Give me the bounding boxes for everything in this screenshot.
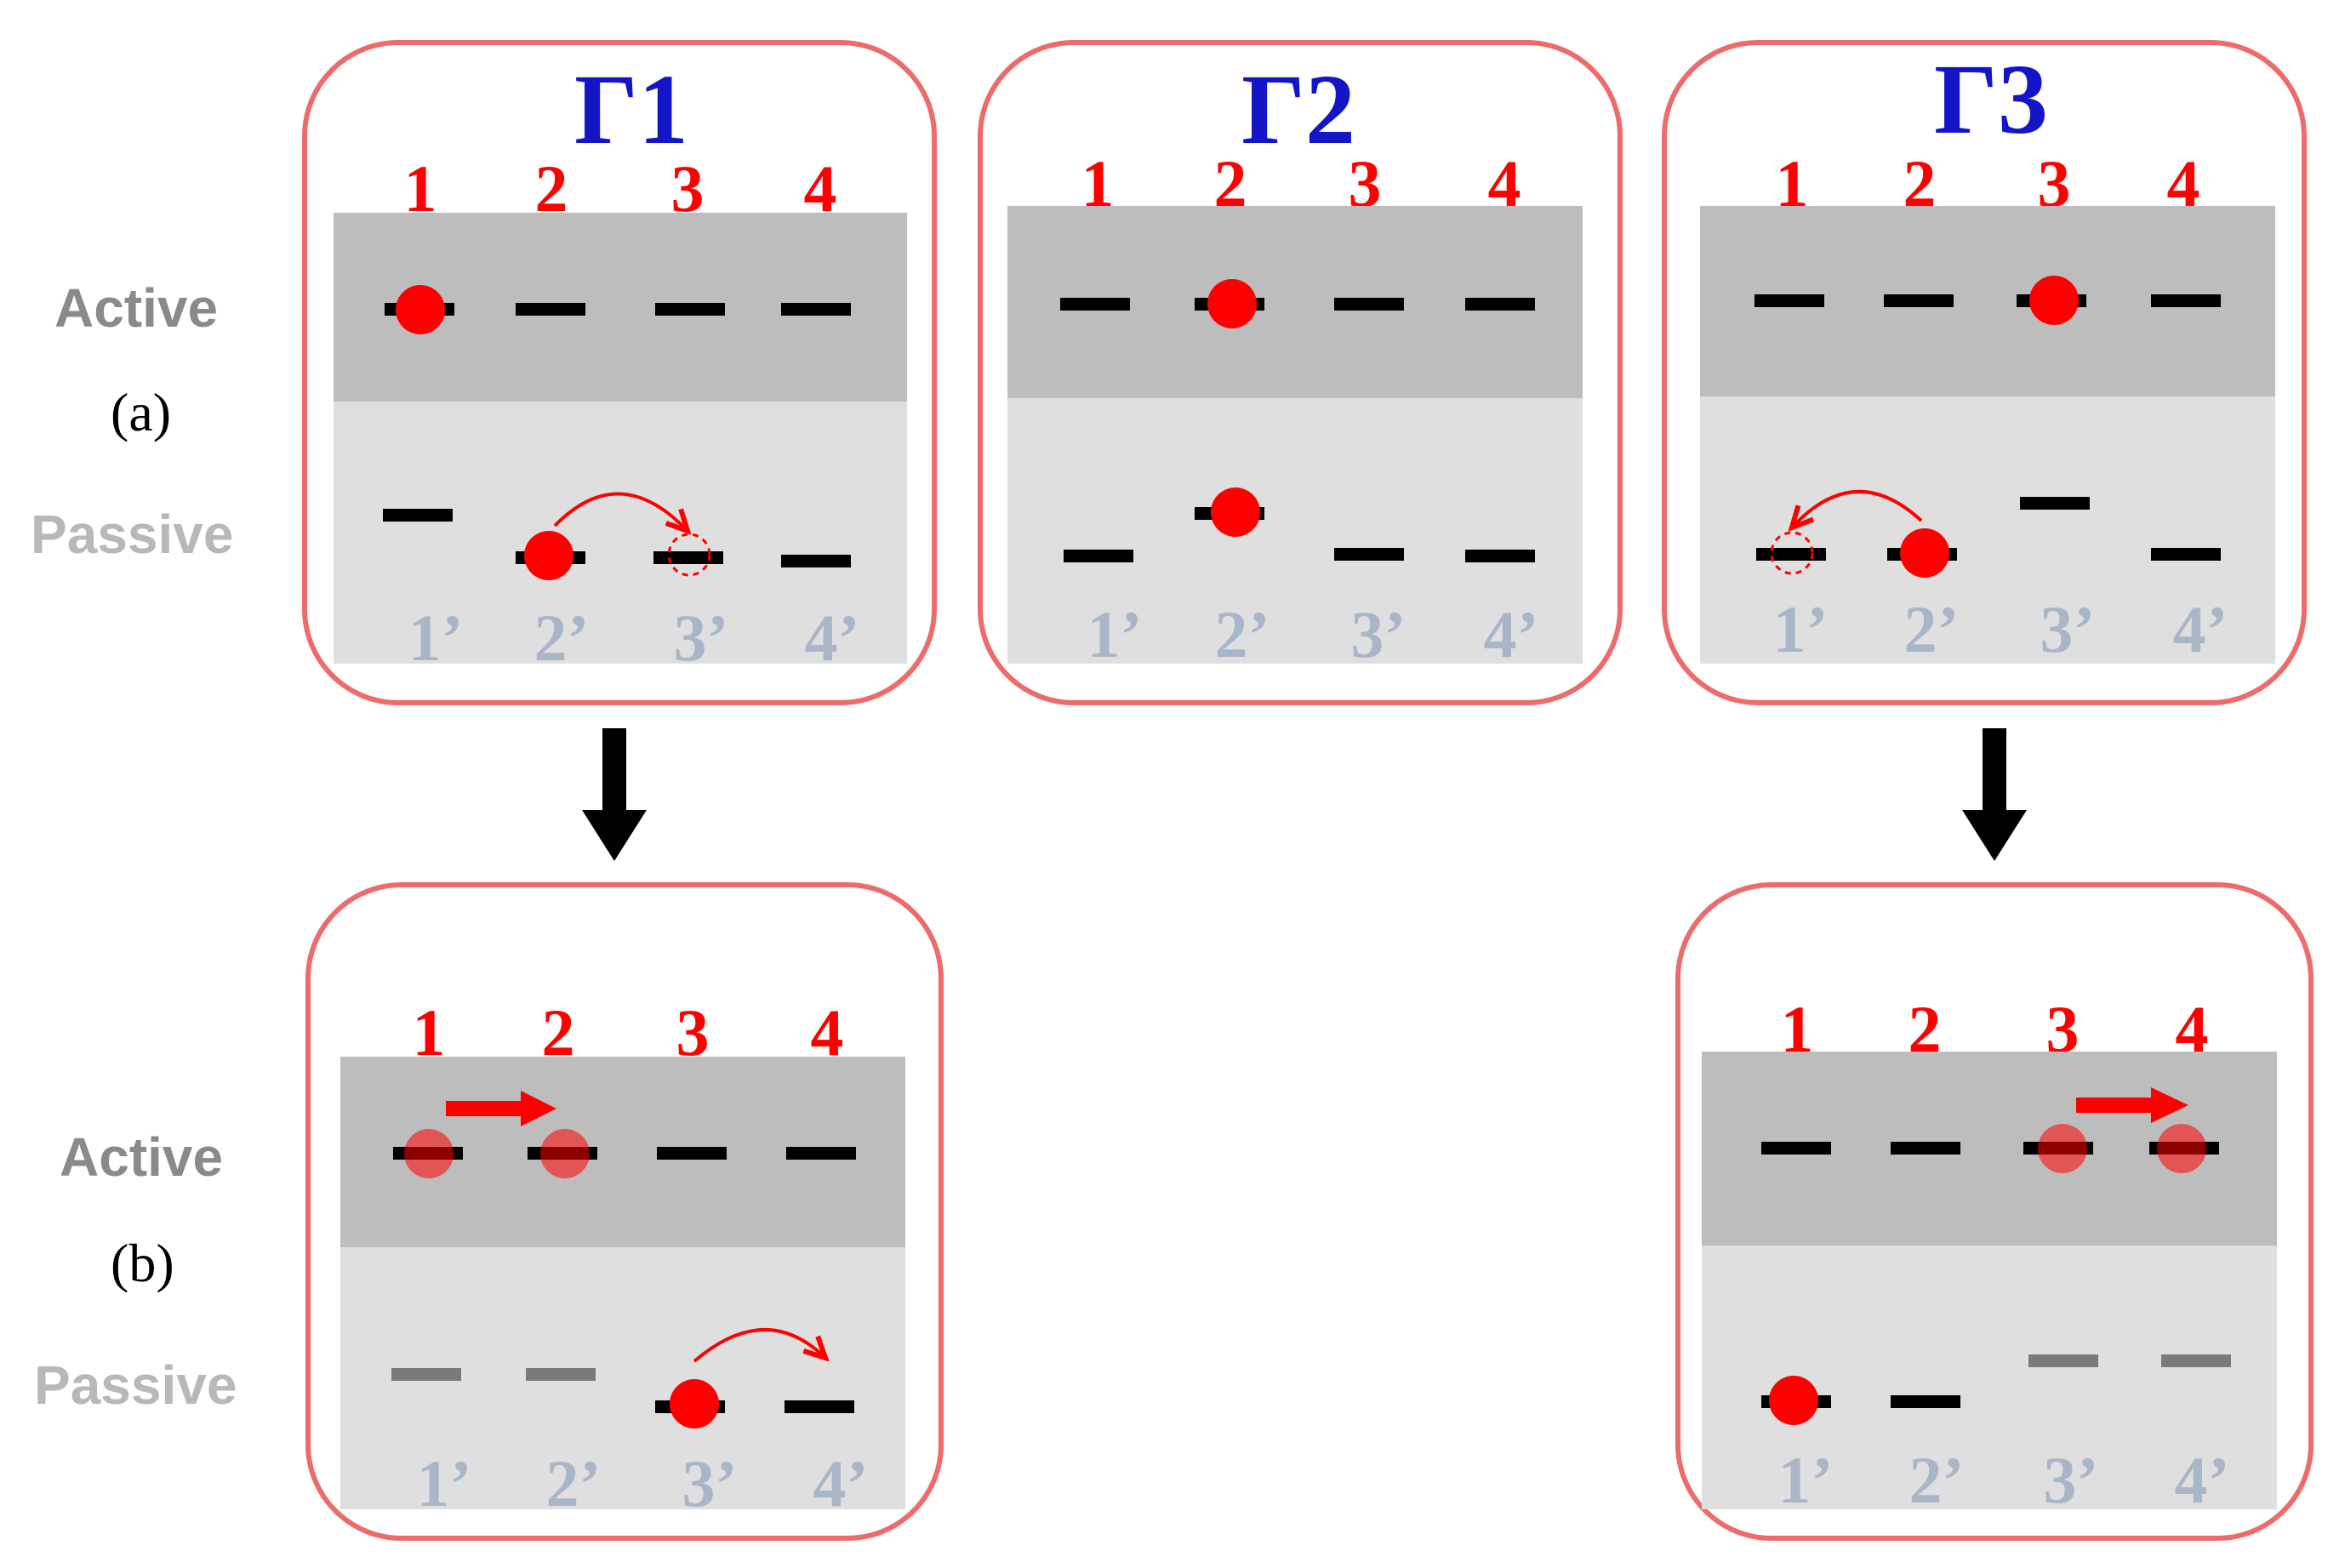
passive-site-label: 1’ — [417, 1446, 472, 1520]
passive-label: Passive — [31, 504, 233, 565]
electron-icon — [1769, 1376, 1818, 1425]
passive-site-label: 1’ — [1778, 1443, 1834, 1517]
flow-arrow-right — [1962, 728, 2027, 861]
panel-gamma3-a: Γ3 1 2 3 4 1’ 2’ 3’ 4’ — [1662, 40, 2307, 705]
active-level — [516, 303, 585, 316]
hop-arrow-icon — [553, 492, 688, 531]
electron-icon — [1207, 279, 1257, 328]
panel-gamma1-b: 1 2 3 4 1’ 2’ 3’ 4’ — [305, 882, 944, 1541]
passive-site-label: 4’ — [813, 1446, 869, 1520]
passive-site-label: 4’ — [2175, 1443, 2230, 1517]
active-level — [2151, 294, 2221, 307]
passive-level — [1334, 548, 1404, 561]
panel-title: Γ2 — [1241, 54, 1355, 165]
passive-site-label: 3’ — [1351, 597, 1406, 671]
electron-icon — [2038, 1124, 2087, 1173]
hop-arrow-icon — [693, 1328, 825, 1363]
passive-level — [781, 555, 851, 567]
passive-site-label: 3’ — [674, 601, 729, 675]
passive-band — [1007, 398, 1583, 664]
active-level — [1891, 1142, 1960, 1155]
down-arrow-icon — [582, 810, 647, 861]
panel-gamma2-a: Γ2 1 2 3 4 1’ 2’ 3’ 4’ — [978, 40, 1623, 705]
electron-icon — [540, 1129, 590, 1178]
passive-label: Passive — [34, 1354, 237, 1416]
active-level — [781, 303, 851, 316]
passive-level — [653, 551, 723, 564]
shift-arrow-icon — [2151, 1087, 2188, 1123]
shift-arrow-icon — [2076, 1098, 2153, 1113]
passive-level-faded — [526, 1368, 596, 1381]
hole-icon — [1770, 531, 1814, 575]
passive-site-label: 3’ — [2044, 1443, 2099, 1517]
passive-site-label: 4’ — [805, 601, 860, 675]
panel-gamma3-b: 1 2 3 4 1’ 2’ 3’ 4’ — [1675, 882, 2314, 1541]
passive-level-faded — [2161, 1354, 2231, 1367]
panel-title: Γ1 — [574, 54, 688, 165]
hole-icon — [667, 533, 711, 577]
active-label: Active — [54, 277, 218, 339]
passive-level — [1064, 550, 1133, 562]
passive-site-label: 1’ — [1087, 597, 1143, 671]
passive-site-label: 1’ — [408, 601, 464, 675]
passive-site-label: 3’ — [2040, 592, 2096, 666]
active-level — [1334, 298, 1404, 311]
electron-icon — [1900, 528, 1949, 578]
passive-level — [1891, 1395, 1960, 1408]
passive-band — [334, 402, 907, 664]
passive-level — [383, 509, 453, 522]
passive-site-label: 2’ — [534, 601, 590, 675]
active-level — [1884, 294, 1954, 307]
electron-icon — [524, 531, 573, 580]
electron-icon — [396, 285, 445, 334]
panel-gamma1-a: Γ1 1 2 3 4 1’ 2’ 3’ 4’ — [302, 40, 937, 705]
passive-site-label: 3’ — [682, 1446, 738, 1520]
shift-arrow-icon — [446, 1101, 522, 1116]
passive-level — [2020, 497, 2090, 510]
shift-arrow-icon — [521, 1091, 556, 1126]
passive-site-label: 4’ — [2173, 592, 2228, 666]
active-level — [786, 1147, 856, 1160]
passive-site-label: 4’ — [1484, 597, 1539, 671]
passive-level — [1756, 548, 1826, 561]
electron-icon — [1211, 488, 1260, 537]
passive-site-label: 2’ — [1904, 592, 1960, 666]
down-arrow-icon — [1983, 728, 2006, 815]
passive-level — [785, 1400, 854, 1413]
case-label-a: (a) — [111, 382, 171, 442]
down-arrow-icon — [1962, 810, 2027, 861]
passive-site-label: 2’ — [546, 1446, 602, 1520]
active-level — [1060, 298, 1130, 311]
active-level — [1761, 1142, 1831, 1155]
passive-level — [2151, 548, 2221, 561]
active-level — [655, 303, 725, 316]
electron-icon — [404, 1129, 454, 1178]
electron-icon — [670, 1379, 719, 1428]
electron-icon — [2029, 276, 2079, 325]
down-arrow-icon — [602, 728, 626, 815]
passive-site-label: 2’ — [1215, 597, 1270, 671]
flow-arrow-left — [582, 728, 647, 861]
active-label: Active — [60, 1126, 223, 1188]
passive-level — [1465, 550, 1535, 562]
electron-icon — [2157, 1124, 2206, 1173]
active-level — [1465, 298, 1535, 311]
case-label-b: (b) — [111, 1233, 174, 1293]
passive-site-label: 2’ — [1909, 1443, 1965, 1517]
passive-level-faded — [391, 1368, 461, 1381]
hop-arrow-icon — [1792, 490, 1923, 527]
active-level — [1754, 294, 1824, 307]
panel-title: Γ3 — [1934, 43, 2048, 155]
active-level — [657, 1147, 727, 1160]
passive-site-label: 1’ — [1773, 592, 1829, 666]
passive-level-faded — [2028, 1354, 2098, 1367]
